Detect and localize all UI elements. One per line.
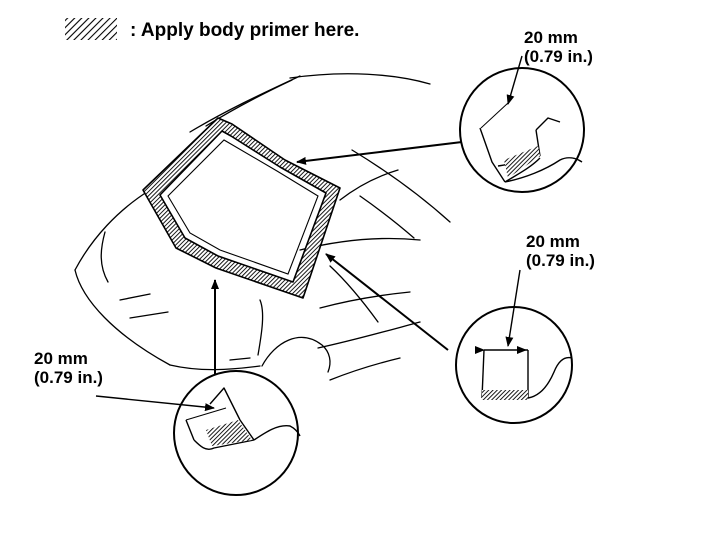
measurement-label-top-right: 20 mm (0.79 in.) [524, 28, 593, 66]
windshield-glass-edge [167, 139, 319, 275]
primer-patch-top-right [504, 146, 540, 178]
measurement-mm: 20 mm [34, 349, 88, 368]
primer-patch-right [482, 390, 528, 400]
windshield-primer-band [142, 117, 341, 299]
detail-circle-top-right [459, 55, 585, 193]
detail-circle-left [95, 370, 301, 496]
measurement-in: (0.79 in.) [34, 368, 103, 387]
legend-text: : Apply body primer here. [130, 20, 360, 41]
measurement-label-left: 20 mm (0.79 in.) [34, 349, 103, 387]
callout-arrows [211, 141, 463, 378]
measurement-mm: 20 mm [524, 28, 578, 47]
measurement-label-right: 20 mm (0.79 in.) [526, 232, 595, 270]
hatched-swatch-icon [65, 18, 117, 40]
primer-patch-left [206, 420, 252, 446]
detail-circle-right [455, 269, 573, 424]
car-body [74, 73, 451, 381]
measurement-in: (0.79 in.) [524, 47, 593, 66]
measurement-mm: 20 mm [526, 232, 580, 251]
measurement-in: (0.79 in.) [526, 251, 595, 270]
